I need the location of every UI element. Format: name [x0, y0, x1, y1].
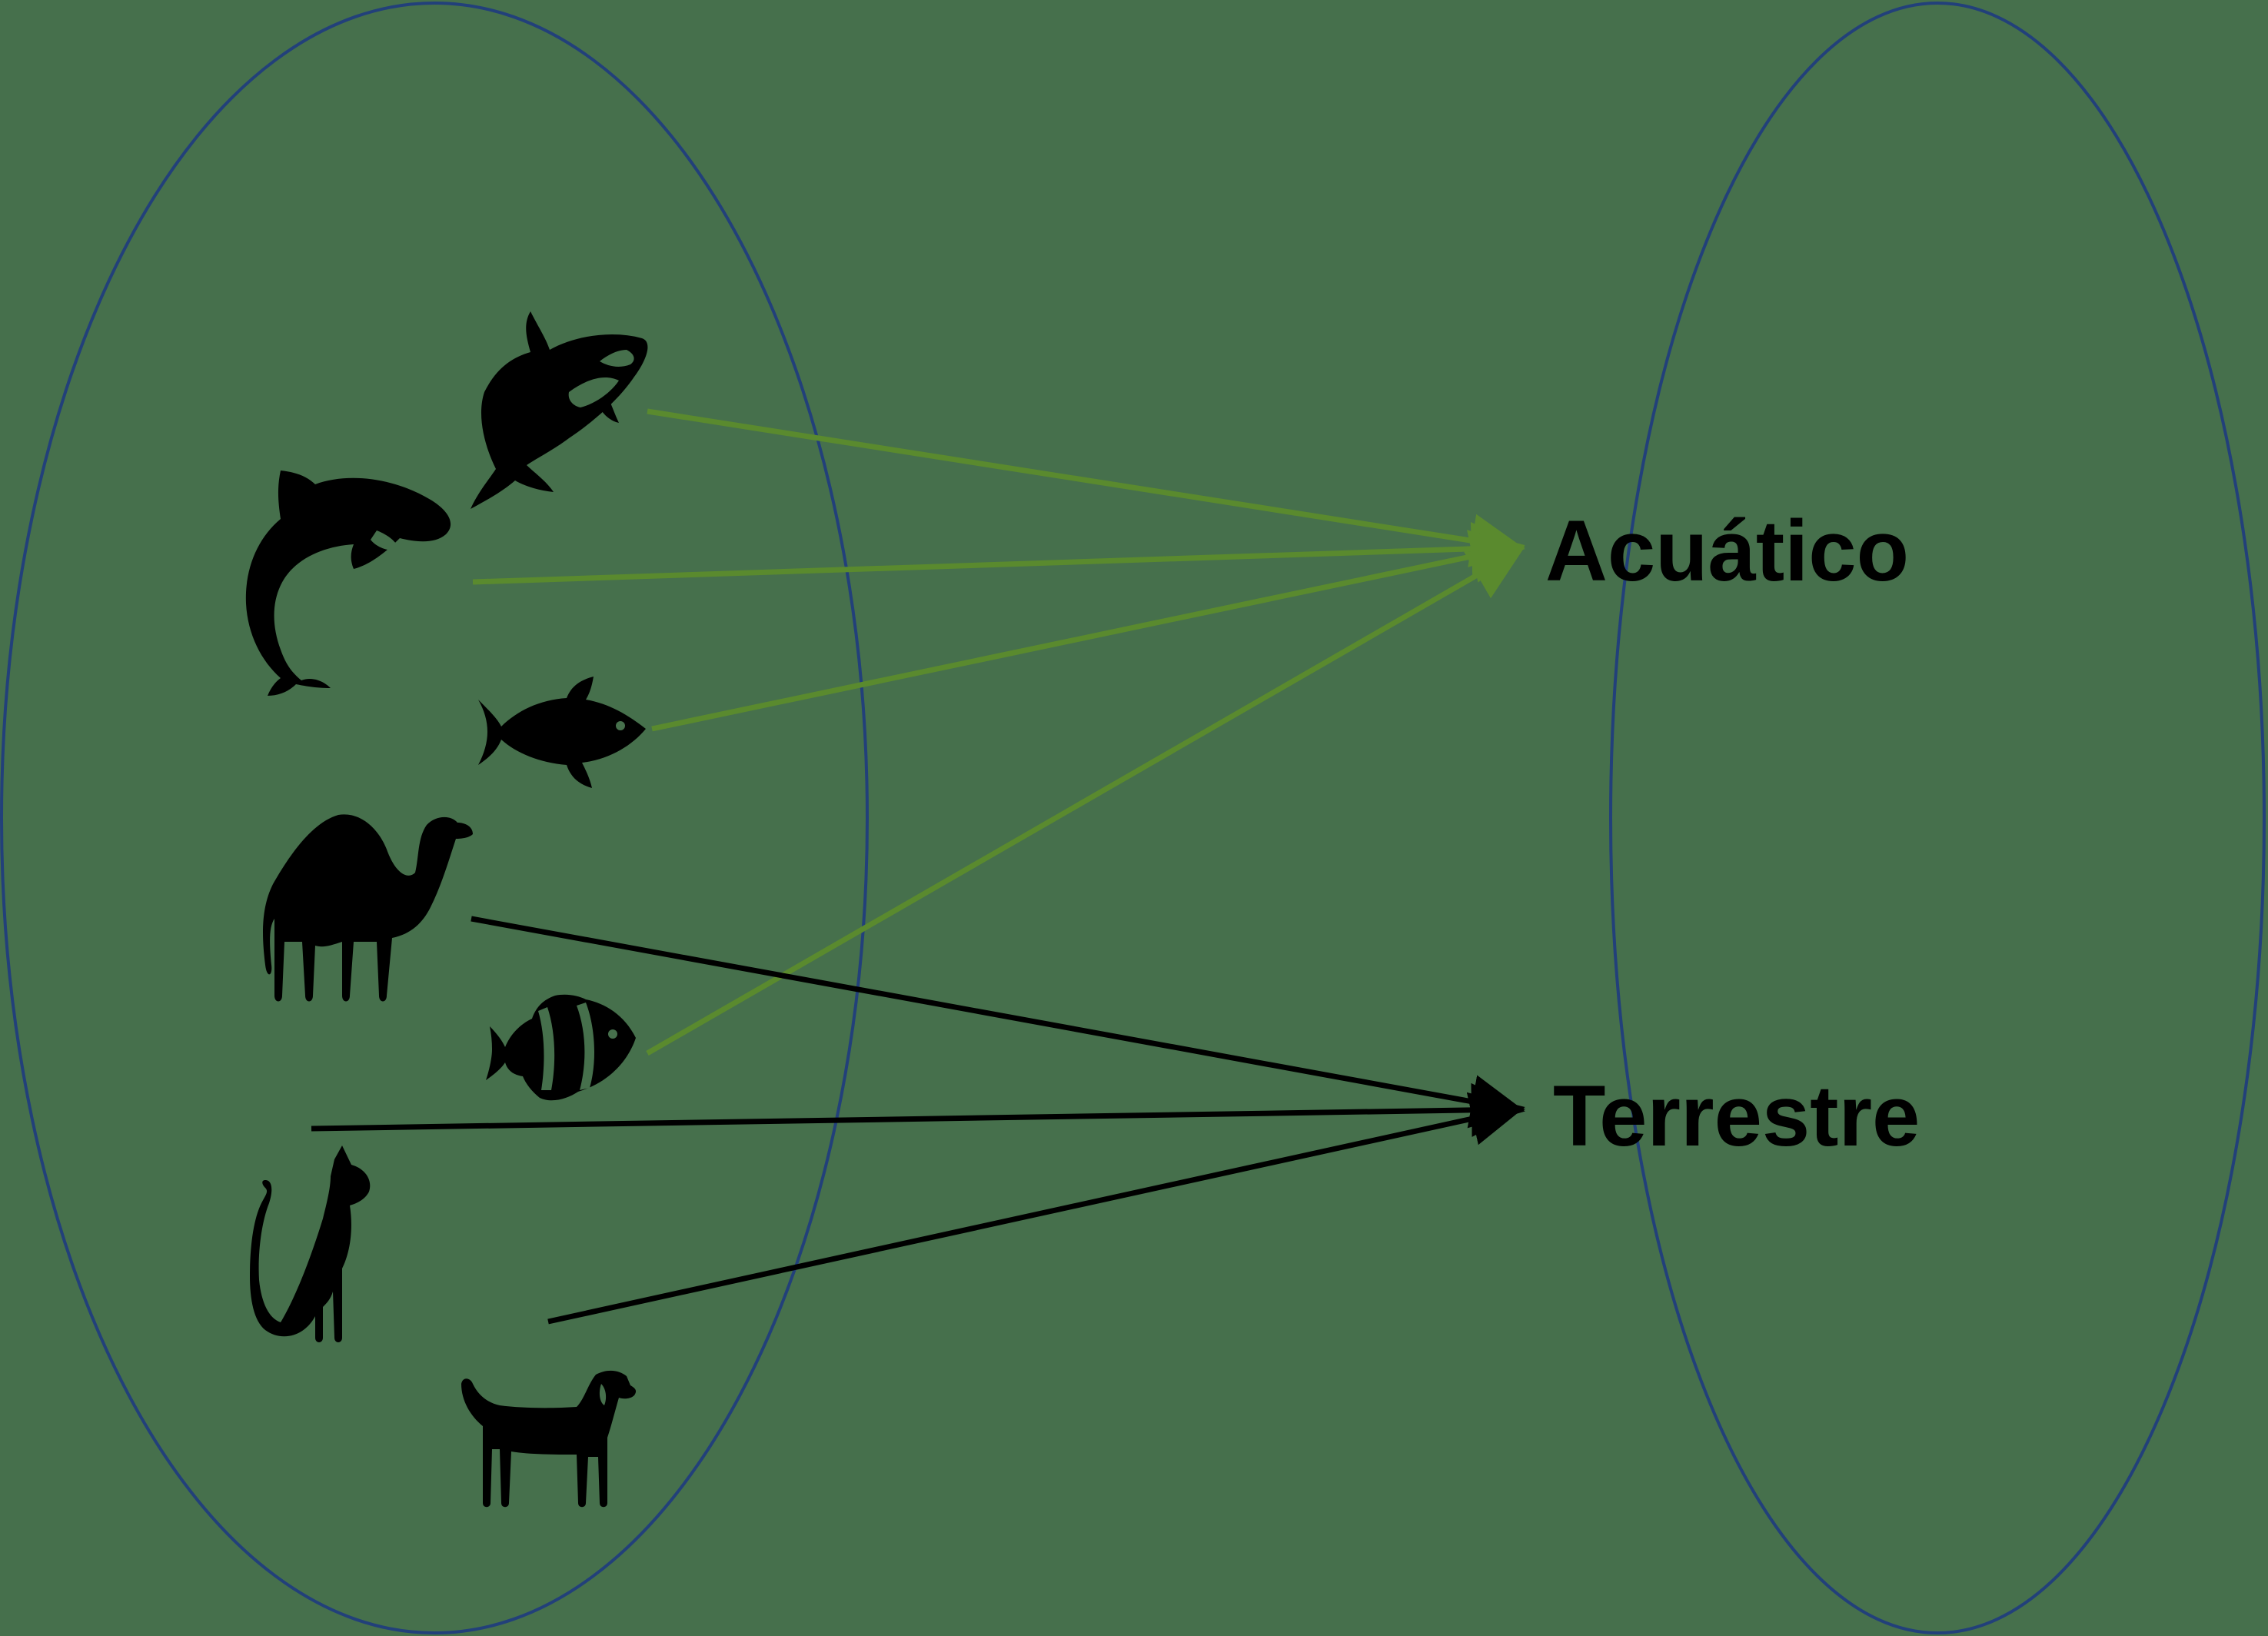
arrow-orca-to-aquatic: [647, 408, 1525, 567]
aquatic-arrows: [472, 408, 1525, 1056]
arrow-camel-to-terrestrial: [471, 916, 1525, 1129]
clownfish-icon: [486, 994, 636, 1101]
arrow-cat-to-terrestrial: [311, 1082, 1525, 1137]
arrow-dolphin-to-aquatic: [472, 521, 1525, 585]
dog-icon: [461, 1370, 637, 1508]
domain-set-ellipse: [0, 2, 869, 1634]
arrow-dog-to-terrestrial: [547, 1092, 1525, 1325]
dolphin-icon: [245, 471, 451, 696]
terrestrial-arrows: [311, 916, 1525, 1325]
orca-icon: [471, 311, 648, 509]
arrow-fish-to-aquatic: [651, 530, 1525, 732]
fish-icon: [478, 677, 646, 788]
camel-icon: [263, 814, 473, 1002]
label-aquatic: Acuático: [1545, 503, 1909, 599]
label-terrestrial: Terrestre: [1553, 1068, 1920, 1164]
cat-icon: [250, 1146, 371, 1342]
arrow-clownfish-to-aquatic: [646, 548, 1525, 1056]
codomain-set-ellipse: [1609, 2, 2266, 1634]
